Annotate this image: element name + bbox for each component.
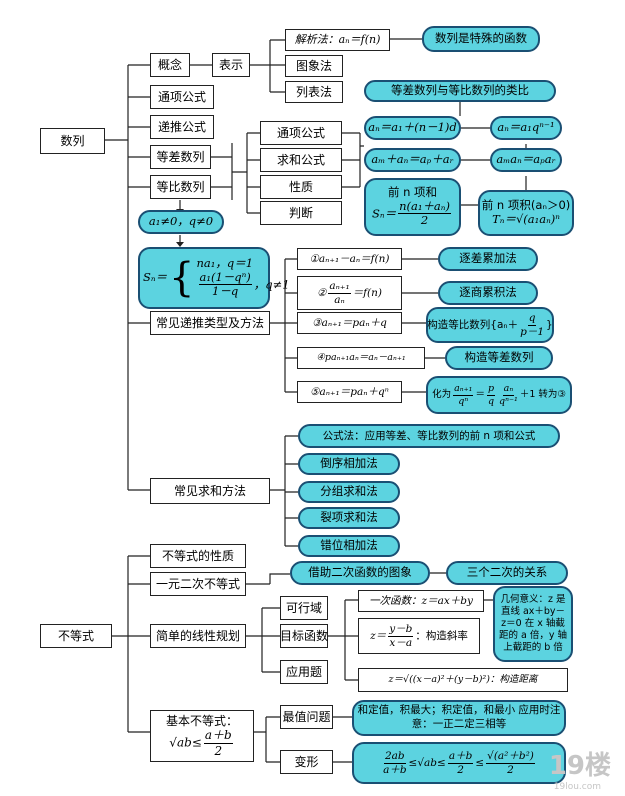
distance-box: z＝√((x－a)²＋(y－b)²)：构造距离 (358, 668, 568, 692)
summation-methods-box: 常见求和方法 (150, 478, 270, 504)
method-4-pill: 构造等差数列 (445, 346, 553, 370)
watermark-logo: 19楼 (548, 751, 611, 781)
graph-method-box: 图象法 (285, 55, 343, 77)
general-term-box: 通项公式 (150, 85, 214, 109)
ap-sum-pill: 前 n 项和 Sₙ＝n(a₁＋aₙ)2 (364, 178, 461, 236)
analogy-pill: 等差数列与等比数列的类比 (364, 80, 556, 102)
feasible-region-box: 可行域 (280, 596, 328, 620)
gp-sum-lhs: Sₙ＝ (143, 270, 168, 285)
three-quadratics-pill: 三个二次的关系 (446, 561, 568, 585)
sum-reverse-pill: 倒序相加法 (298, 453, 400, 475)
rec-type-5: ⑤aₙ₊₁＝paₙ＋qⁿ (297, 381, 402, 403)
ap-sum-formula: Sₙ＝n(a₁＋aₙ)2 (372, 198, 451, 228)
rec-type-1: ①aₙ₊₁－aₙ＝f(n) (297, 248, 402, 270)
sum-formula-pill: 公式法：应用等差、等比数列的前 n 项和公式 (298, 424, 560, 448)
recurrence-types-box: 常见递推类型及方法 (150, 311, 270, 335)
ap-sum-title: 前 n 项和 (387, 184, 438, 199)
table-method-box: 列表法 (285, 81, 343, 103)
arithmetic-seq-box: 等差数列 (150, 145, 211, 169)
sum-group-pill: 分组求和法 (298, 481, 400, 503)
gp-property-pill: aₘaₙ＝aₚaᵣ (490, 148, 562, 172)
concept-box: 概念 (150, 53, 190, 77)
gp-sum-pill: Sₙ＝ { na₁，q＝1 a₁(1－qⁿ)1－q，q≠1 (138, 247, 290, 309)
inequality-properties-box: 不等式的性质 (150, 544, 246, 568)
shulie-root: 数列 (40, 128, 105, 154)
representation-box: 表示 (212, 53, 250, 77)
ap-property-pill: aₘ＋aₙ＝aₚ＋aᵣ (364, 148, 461, 172)
rec-type-3: ③aₙ₊₁＝paₙ＋q (297, 312, 402, 334)
special-function-pill: 数列是特殊的函数 (422, 26, 540, 52)
gp-product-formula: Tₙ＝√(a₁aₙ)ⁿ (492, 212, 560, 226)
geometric-meaning-pill: 几何意义：z 是直线 ax＋by－z＝0 在 x 轴截距的 a 倍，y 轴上截距… (493, 586, 573, 662)
linear-programming-box: 简单的线性规划 (150, 624, 246, 648)
recurrence-formula-box: 递推公式 (150, 115, 214, 139)
budengshi-root: 不等式 (40, 624, 112, 648)
sum-misaligned-pill: 错位相加法 (298, 535, 400, 557)
rec-type-4: ④paₙ₊₁aₙ＝aₙ－aₙ₊₁ (297, 347, 425, 369)
method-2-pill: 逐商累积法 (438, 281, 538, 305)
quadratic-graph-pill: 借助二次函数的图象 (290, 561, 430, 585)
gp-condition-pill: a₁≠0，q≠0 (138, 210, 224, 234)
gp-product-title: 前 n 项积(aₙ＞0) (481, 198, 571, 213)
watermark-site: 19lou.com (553, 782, 601, 792)
ap-term-pill: aₙ＝a₁＋(n－1)d (364, 116, 461, 140)
gp-term-pill: aₙ＝a₁qⁿ⁻¹ (490, 116, 562, 140)
gp-sum-cases: na₁，q＝1 a₁(1－qⁿ)1－q，q≠1 (196, 255, 290, 299)
quadratic-inequality-box: 一元二次不等式 (150, 572, 246, 596)
transformation-box: 变形 (280, 750, 333, 774)
sum-telescoping-pill: 裂项求和法 (298, 507, 400, 529)
sub-general-term-box: 通项公式 (260, 121, 342, 145)
geometric-seq-box: 等比数列 (150, 175, 211, 199)
extremum-rule-pill: 和定值，积最大；积定值，和最小 应用时注意：一正二定三相等 (352, 700, 566, 736)
method-1-pill: 逐差累加法 (438, 247, 538, 271)
brace-icon: { (169, 255, 195, 301)
objective-function-box: 目标函数 (280, 624, 328, 648)
analytic-method-box: 解析法：aₙ＝f(n) (285, 29, 390, 51)
sub-property-box: 性质 (260, 175, 342, 199)
application-box: 应用题 (280, 660, 328, 684)
sub-judgement-box: 判断 (260, 201, 342, 225)
linear-function-box: 一次函数：z＝ax＋by (358, 590, 484, 612)
extremum-problem-box: 最值问题 (280, 705, 333, 729)
sub-sum-formula-box: 求和公式 (260, 148, 342, 172)
gp-product-pill: 前 n 项积(aₙ＞0) Tₙ＝√(a₁aₙ)ⁿ (478, 190, 574, 236)
